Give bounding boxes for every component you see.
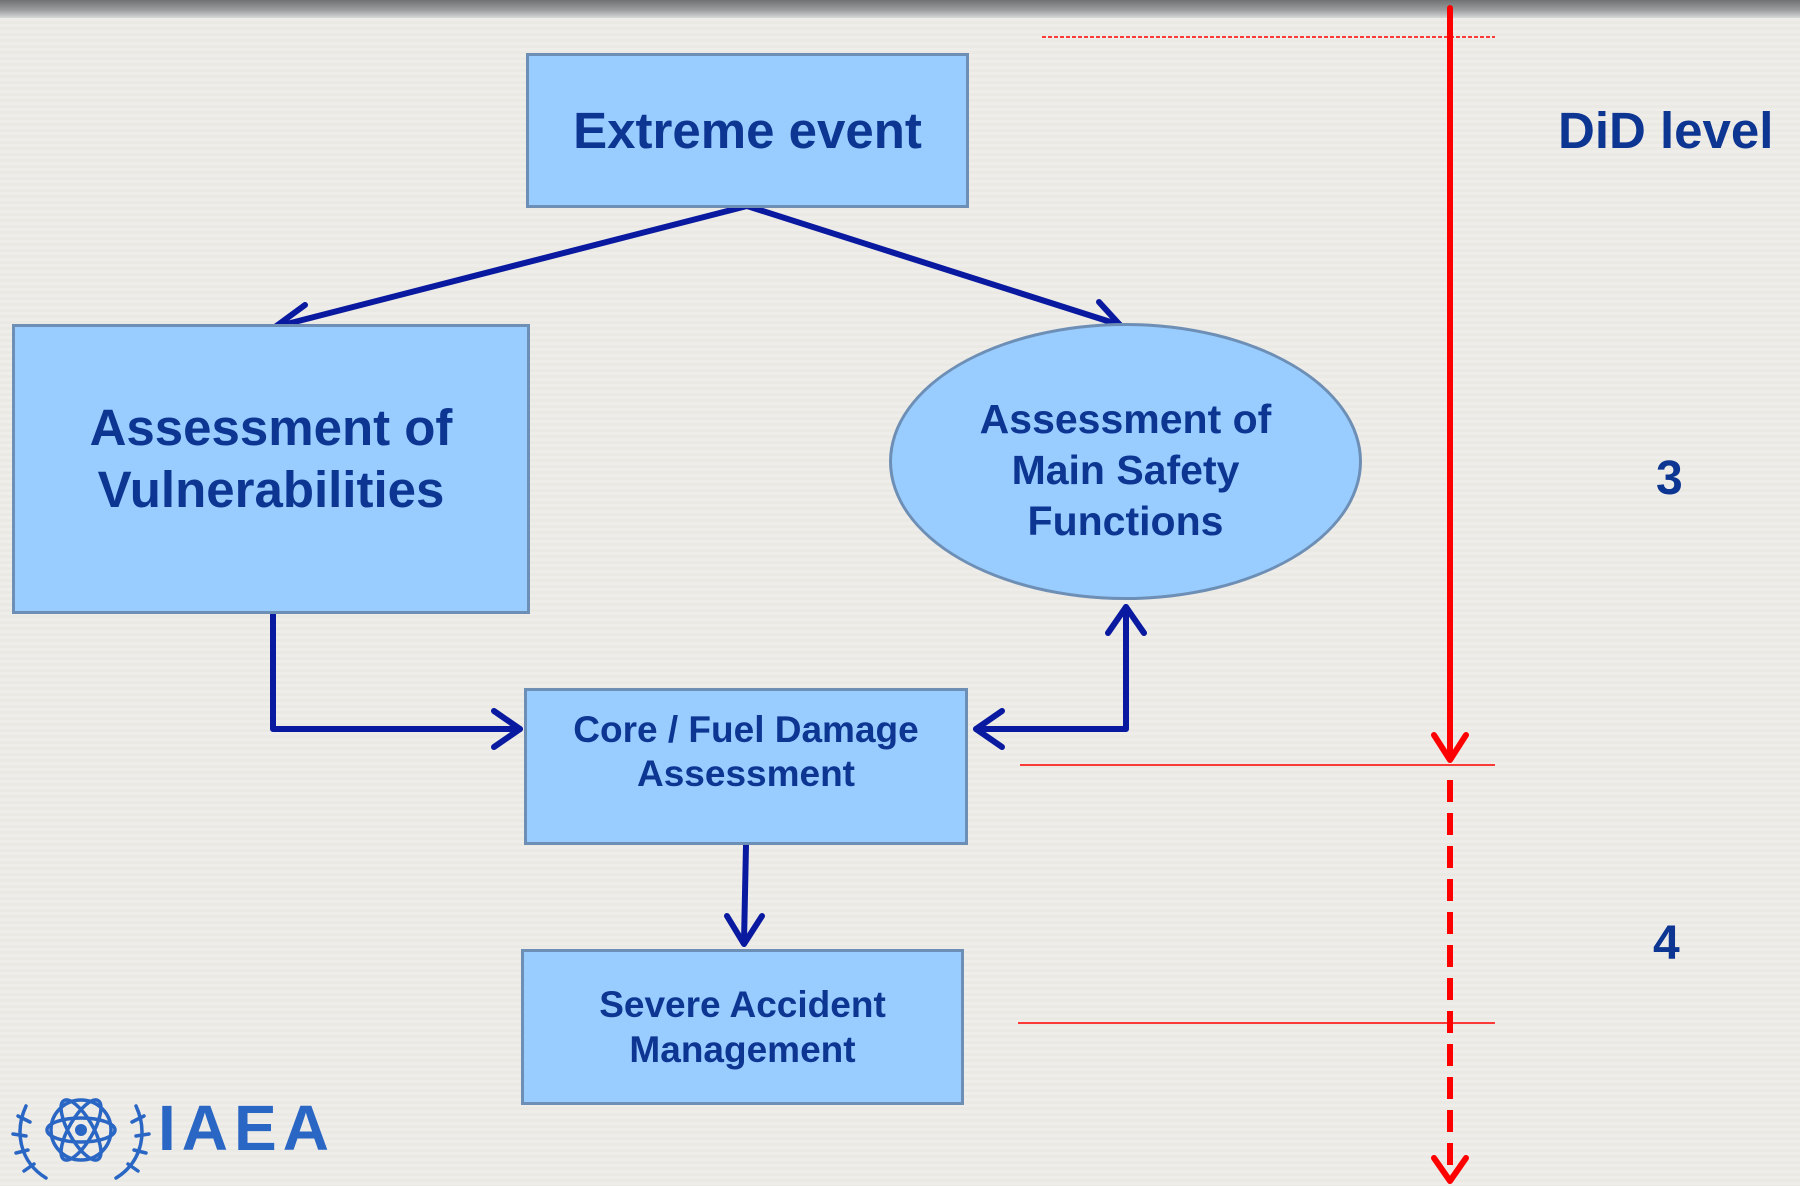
node-severe-accident-label: Severe Accident Management bbox=[599, 983, 886, 1070]
iaea-logo-text: IAEA bbox=[158, 1092, 335, 1164]
node-assessment-of-vulnerabilities: Assessment of Vulnerabilities bbox=[12, 324, 530, 614]
arrow-core-fuel-to-severe-accident bbox=[724, 842, 765, 947]
node-vulnerabilities-label: Assessment of Vulnerabilities bbox=[89, 398, 453, 518]
node-severe-accident-management: Severe Accident Management bbox=[521, 949, 964, 1105]
node-extreme-event: Extreme event bbox=[526, 53, 969, 208]
node-core-fuel-damage-assessment: Core / Fuel Damage Assessment bbox=[524, 688, 968, 845]
node-main-safety-label: Assessment of Main Safety Functions bbox=[979, 396, 1272, 544]
did-level-3-label: 3 bbox=[1656, 452, 1683, 505]
node-assessment-of-main-safety-functions: Assessment of Main Safety Functions bbox=[889, 323, 1362, 600]
did-level-3-arrow bbox=[1431, 5, 1469, 763]
node-core-fuel-label: Core / Fuel Damage Assessment bbox=[573, 709, 919, 794]
iaea-emblem-icon bbox=[11, 1098, 151, 1180]
slide-top-bar bbox=[0, 0, 1800, 18]
node-extreme-event-label: Extreme event bbox=[573, 102, 922, 159]
did-level-heading: DiD level bbox=[1558, 102, 1774, 159]
arrow-core-fuel-main-safety-bidirectional bbox=[973, 604, 1147, 750]
arrow-vulnerabilities-to-core-fuel bbox=[270, 609, 523, 750]
arrow-extreme-to-main-safety bbox=[744, 203, 1123, 333]
did-level-4-dashed-arrow bbox=[1431, 780, 1469, 1184]
arrow-extreme-to-vulnerabilities bbox=[272, 203, 750, 336]
did-level-4-label: 4 bbox=[1653, 917, 1680, 970]
